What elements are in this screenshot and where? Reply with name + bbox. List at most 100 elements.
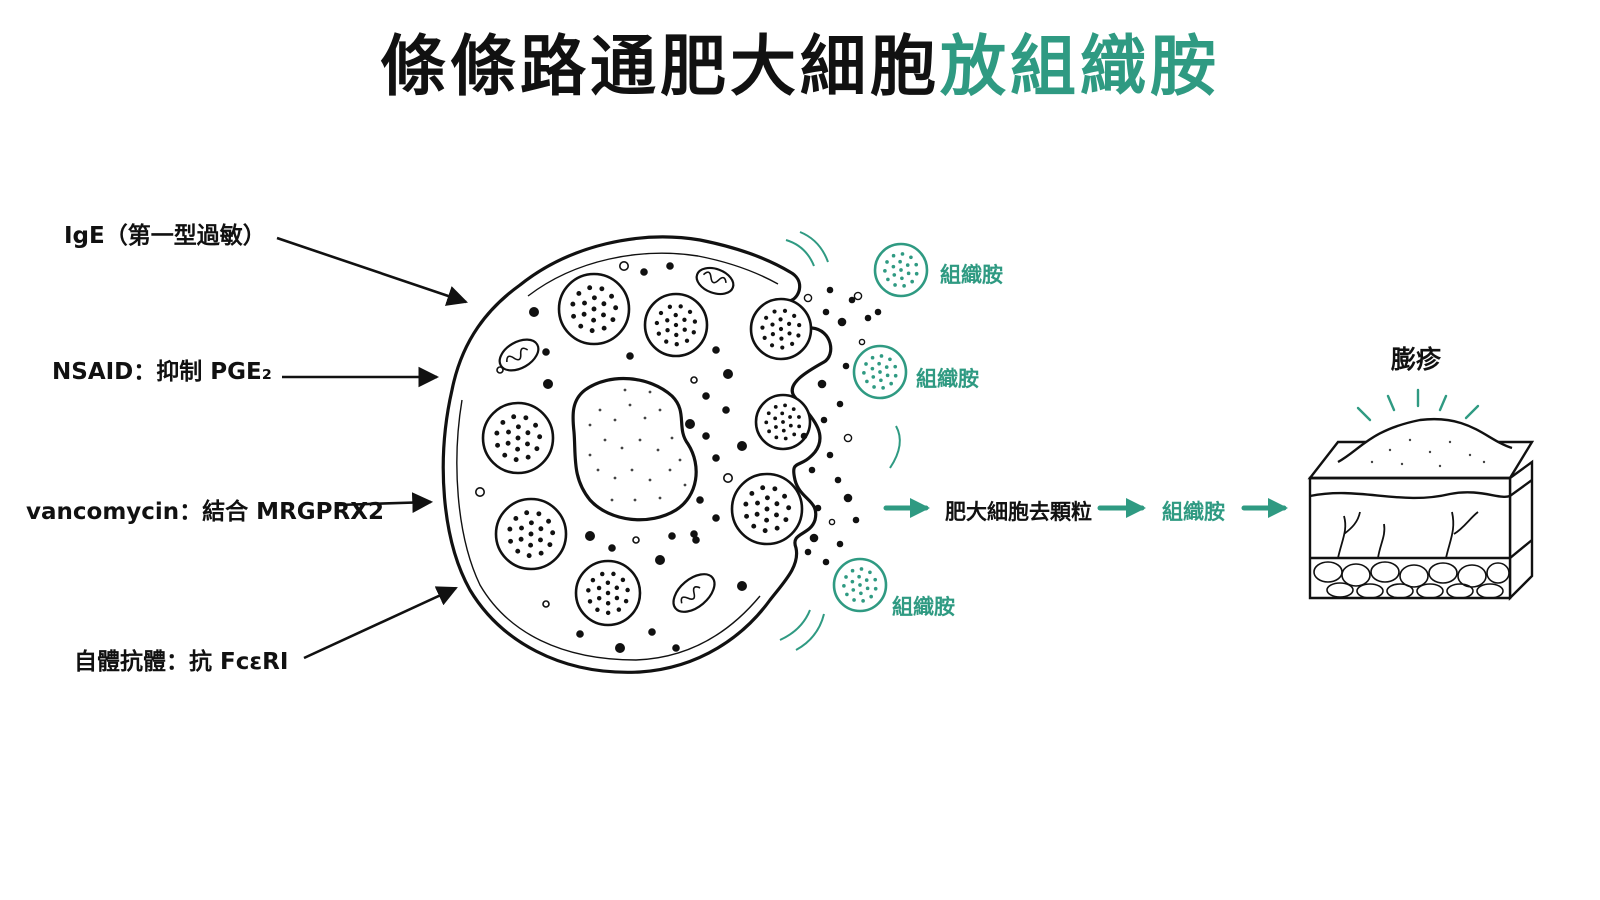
released-particle (826, 286, 834, 294)
cytoplasm-vesicle (668, 532, 676, 540)
secretory-granule (574, 559, 642, 627)
released-particle (858, 338, 866, 346)
epidermis-line (1309, 479, 1533, 500)
released-particle (826, 451, 834, 459)
secretory-granule (754, 393, 812, 451)
released-particle (808, 466, 816, 474)
title-accent: 放組織胺 (940, 28, 1220, 105)
cytoplasm-vesicle (692, 536, 700, 544)
nucleus (571, 376, 698, 522)
arrow-ige (276, 236, 468, 306)
histamine-label-3: 組織胺 (892, 595, 955, 619)
cytoplasm-vesicle (528, 306, 539, 317)
released-particle (864, 314, 872, 322)
cell-inner-membrane (456, 252, 779, 661)
release-motion-lines (779, 231, 901, 651)
wheal-rays (1356, 388, 1480, 422)
degranulation-label: 肥大細胞去顆粒 (945, 500, 1092, 524)
trigger-nsaid: NSAID：抑制 PGE₂ (52, 359, 272, 385)
diagram-title: 條條路通肥大細胞放組織胺 (0, 22, 1600, 112)
released-particle (848, 296, 856, 304)
histamine-label-1: 組織胺 (940, 263, 1003, 287)
released-particle (836, 400, 844, 408)
cytoplasm-vesicle (712, 454, 720, 462)
histamine-granules (832, 242, 929, 613)
cell-granules (481, 272, 813, 627)
skin-front-face (1308, 476, 1512, 600)
title-main: 條條路通肥大細胞 (380, 28, 940, 105)
cytoplasm-vesicle (626, 352, 634, 360)
cytoplasm-vesicle (474, 486, 485, 497)
secretory-granule (730, 472, 804, 546)
cytoplasm-vesicle (712, 514, 720, 522)
cytoplasm-vesicle (690, 530, 698, 538)
released-particle (809, 533, 819, 543)
dermis-line (1310, 539, 1533, 560)
released-particle (817, 379, 827, 389)
cytoplasm-vesicle (648, 628, 656, 636)
released-particle (820, 416, 828, 424)
secretory-granule (643, 292, 709, 358)
cytoplasm-vesicle (702, 392, 710, 400)
released-particle (800, 432, 808, 440)
mitochondrion (498, 338, 540, 372)
cytoplasm-vesicle (666, 262, 674, 270)
released-particle (804, 548, 812, 556)
mitochondria (498, 266, 735, 613)
released-particle (843, 433, 853, 443)
cytoplasm-vesicle (632, 536, 640, 544)
released-particle (834, 476, 842, 484)
secretory-granule (494, 497, 568, 571)
released-particle (837, 317, 847, 327)
cytoplasm-vesicle (684, 418, 695, 429)
arrow-autoantibody (303, 586, 458, 660)
trigger-vancomycin: vancomycin：結合 MRGPRX2 (26, 499, 384, 525)
cytoplasm-vesicle (614, 642, 625, 653)
mitochondrion (672, 573, 716, 613)
cytoplasm-vesicle (576, 630, 584, 638)
cytoplasm-vesicle (736, 440, 747, 451)
flow-histamine-label: 組織胺 (1162, 500, 1225, 524)
histamine-granule (873, 242, 929, 298)
trigger-ige: IgE（第一型過敏） (64, 223, 266, 249)
mast-cell (441, 235, 833, 674)
histamine-granule (852, 344, 908, 400)
fat-cells (1313, 561, 1510, 599)
released-particle (803, 293, 813, 303)
cytoplasm-vesicle (618, 260, 629, 271)
mitochondrion (695, 266, 735, 296)
released-particle (822, 308, 830, 316)
cytoplasm-vesicle (542, 348, 550, 356)
cytoplasm-vesicle (690, 376, 698, 384)
cytoplasm-vesicle (712, 346, 720, 354)
cytoplasm-vesicle (672, 644, 680, 652)
released-histamine-particles (800, 286, 882, 566)
arrow-vancomycin (337, 492, 434, 513)
released-particle (852, 516, 860, 524)
trigger-arrows (276, 236, 468, 660)
released-particle (842, 362, 850, 370)
histamine-granule (832, 557, 888, 613)
cytoplasm-vesicle (696, 496, 704, 504)
cytoplasm-vesicle (640, 268, 648, 276)
cytoplasm-vesicle (654, 554, 665, 565)
dermal-vessels (1337, 511, 1479, 559)
released-particle (836, 540, 844, 548)
histamine-label-2: 組織胺 (916, 367, 979, 391)
cytoplasm-vesicle (608, 544, 616, 552)
secretory-granule (749, 297, 813, 361)
cytoplasm-vesicle (722, 406, 730, 414)
cytoplasm-vesicles (474, 260, 747, 653)
cytoplasm-vesicle (542, 378, 553, 389)
released-particle (874, 308, 882, 316)
cytoplasm-vesicle (542, 600, 550, 608)
skin-wheal-block (1307, 417, 1535, 601)
cytoplasm-vesicle (722, 472, 733, 483)
released-particle (822, 558, 830, 566)
cytoplasm-vesicle (722, 368, 733, 379)
wheal-dome (1337, 417, 1513, 464)
released-particle (828, 518, 836, 526)
released-particle (814, 504, 822, 512)
released-particle (853, 291, 863, 301)
